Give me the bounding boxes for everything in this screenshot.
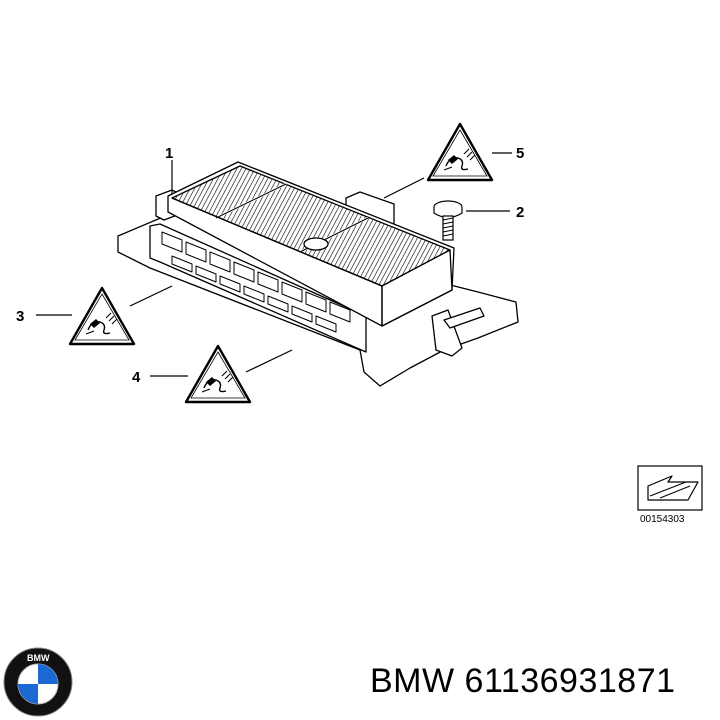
callout-2: 2 bbox=[516, 204, 524, 221]
screw bbox=[433, 200, 463, 241]
callout-4: 4 bbox=[132, 369, 141, 386]
callout-1: 1 bbox=[165, 145, 173, 162]
center-knob bbox=[303, 237, 329, 251]
esd-warning-icon-3 bbox=[68, 286, 136, 346]
reference-box: 00154303 bbox=[637, 465, 703, 525]
front-slots bbox=[161, 231, 351, 333]
leader-lines bbox=[36, 152, 512, 377]
bmw-roundel-logo: BMW bbox=[3, 647, 73, 717]
callout-5: 5 bbox=[516, 145, 524, 162]
mount-bracket bbox=[431, 309, 463, 357]
callout-3: 3 bbox=[16, 308, 24, 325]
reference-code: 00154303 bbox=[640, 514, 685, 525]
logo-letters: BMW bbox=[27, 653, 50, 663]
part-number-caption: BMW 61136931871 bbox=[370, 662, 676, 700]
esd-warning-icon-4 bbox=[184, 344, 252, 404]
esd-warning-icon-5 bbox=[426, 122, 494, 182]
control-module bbox=[117, 161, 519, 387]
